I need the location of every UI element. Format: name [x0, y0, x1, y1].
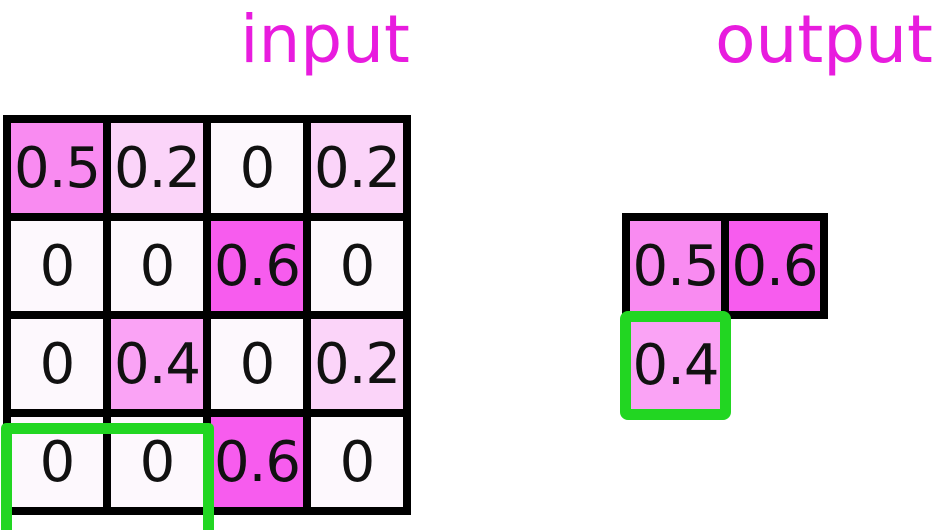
- input-cell: 0: [311, 221, 403, 311]
- input-grid: 0.5 0.2 0 0.2 0 0 0.6 0 0 0.4 0 0.2 0 0 …: [1, 115, 411, 530]
- input-cell: 0.2: [111, 123, 203, 213]
- pooling-window-highlight: [1, 423, 214, 530]
- input-cell: 0.6: [211, 221, 303, 311]
- input-cell: 0: [211, 123, 303, 213]
- output-cell-highlighted: 0.4: [620, 311, 731, 420]
- output-grid: 0.5 0.6: [622, 213, 828, 319]
- output-cell: 0.5: [630, 221, 721, 311]
- input-cell: 0: [11, 319, 103, 409]
- input-cell: 0.2: [311, 319, 403, 409]
- input-cell: 0: [311, 417, 403, 507]
- input-cell: 0.5: [11, 123, 103, 213]
- input-cell: 0: [11, 221, 103, 311]
- output-title: output: [715, 1, 933, 78]
- output-cell: 0.6: [729, 221, 820, 311]
- input-cell: 0.6: [211, 417, 303, 507]
- input-cell: 0: [111, 221, 203, 311]
- input-cell: 0.2: [311, 123, 403, 213]
- input-cell: 0: [211, 319, 303, 409]
- input-cell: 0.4: [111, 319, 203, 409]
- input-title: input: [240, 1, 410, 78]
